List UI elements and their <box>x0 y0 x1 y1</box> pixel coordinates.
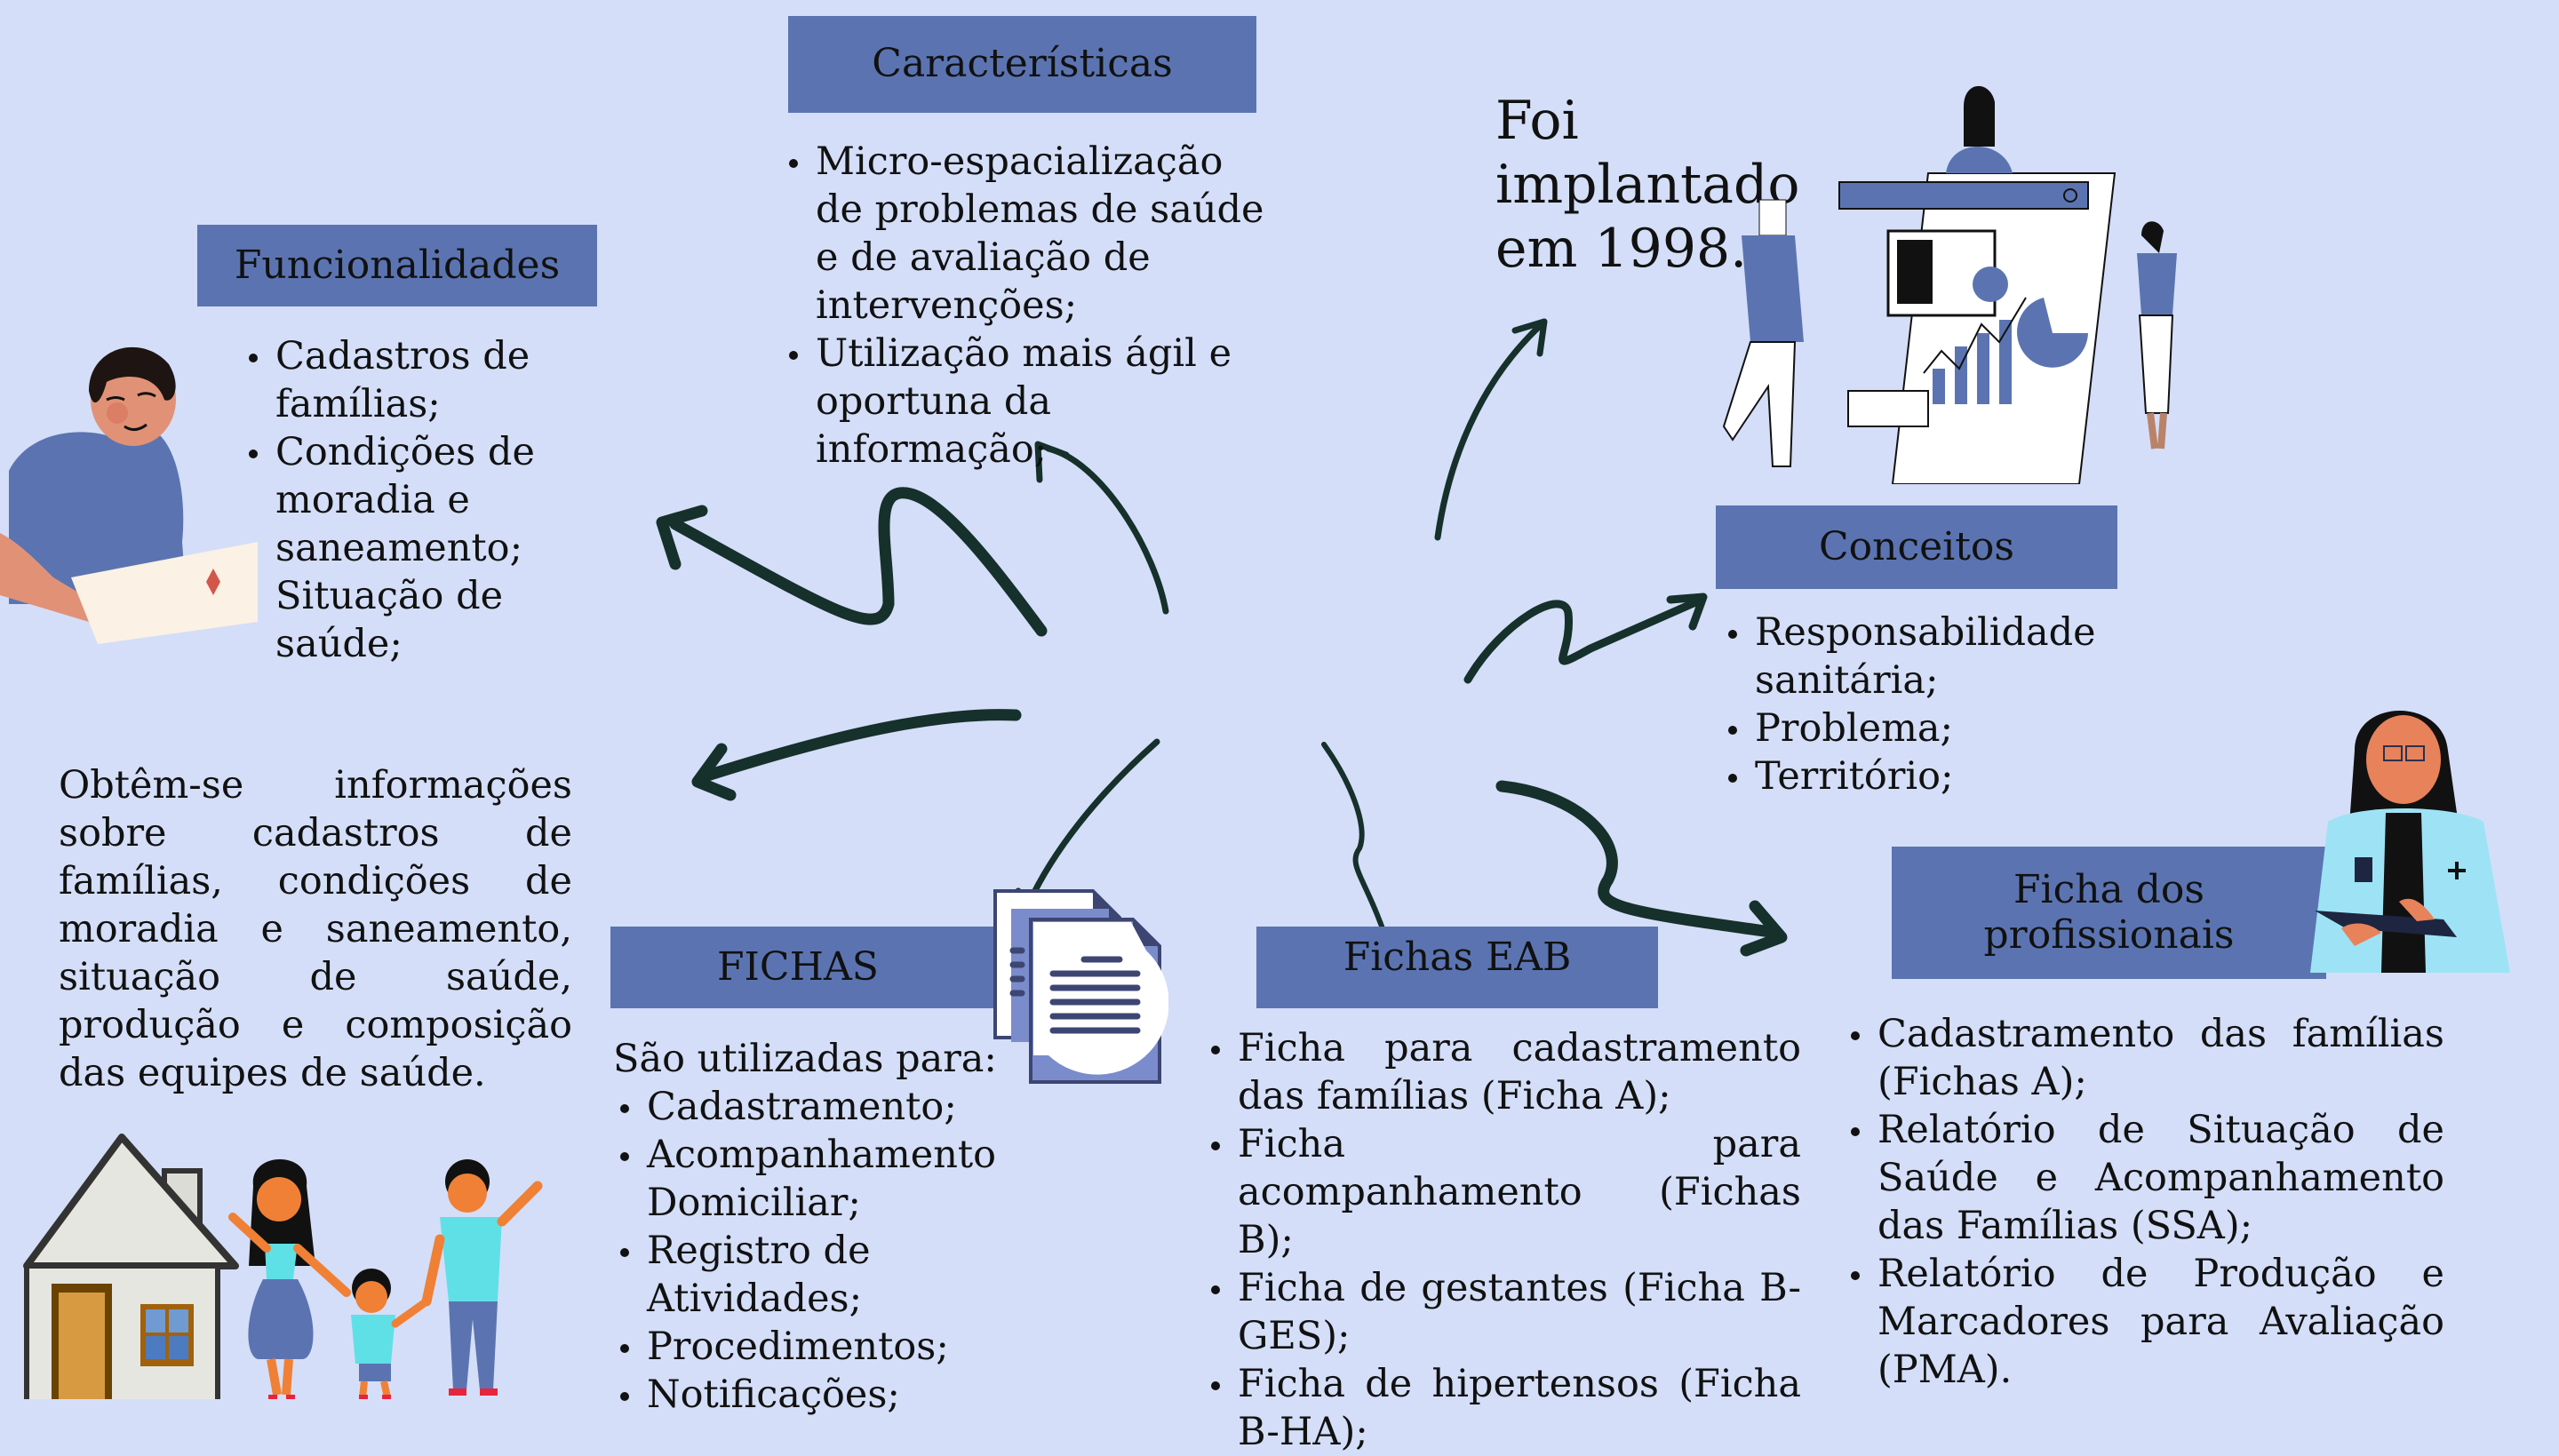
arrowhead-ficha-profissionais <box>1740 900 1788 957</box>
arrowhead-funcionalidades <box>656 505 708 570</box>
conceitos-list: Responsabilidade sanitária; Problema; Te… <box>1721 609 2130 800</box>
list-item: Notificações; <box>620 1371 1031 1419</box>
ficha-profissionais-list: Cadastramento das famílias (Fichas A); R… <box>1844 1010 2444 1394</box>
arrow-to-funcionalidades <box>669 487 1048 637</box>
list-item: Cadastros de famílias; <box>249 332 562 428</box>
list-item: Relatório de Produção e Marcadores para … <box>1851 1252 2444 1392</box>
funcionalidades-list: Cadastros de famílias; Condições de mora… <box>242 332 562 668</box>
fichas-eab-header: Fichas EAB <box>1256 927 1658 1008</box>
list-item: Situação de saúde; <box>249 572 562 668</box>
arrowhead-conceitos <box>1666 593 1708 631</box>
list-item: Acompanhamento Domiciliar; <box>620 1131 1031 1227</box>
list-item: Ficha de hipertensos (Ficha B-HA); <box>1211 1362 1801 1454</box>
list-item: Relatório de Situação de Saúde e Acompan… <box>1851 1108 2444 1248</box>
list-item: Ficha para cadastramento das famílias (F… <box>1211 1026 1801 1118</box>
caracteristicas-header: Características <box>788 16 1256 113</box>
list-item: Cadastramento das famílias (Fichas A); <box>1851 1012 2444 1104</box>
person-laptop-illustration <box>0 346 258 644</box>
list-item: Condições de moradia e saneamento; <box>249 428 562 572</box>
team-dashboard-illustration <box>1722 85 2177 484</box>
fichas-eab-list: Ficha para cadastramento das famílias (F… <box>1204 1024 1801 1456</box>
arrow-to-obtem <box>696 709 1022 784</box>
list-item: Responsabilidade sanitária; <box>1728 609 2130 704</box>
list-item: Utilização mais ágil e oportuna da infor… <box>789 330 1280 473</box>
house-family-illustration <box>23 1134 543 1399</box>
fichas-list: Cadastramento; Acompanhamento Domiciliar… <box>613 1083 1031 1419</box>
caracteristicas-list: Micro-espacialização de problemas de saú… <box>782 138 1280 473</box>
list-item: Procedimentos; <box>620 1323 1031 1371</box>
list-item: Ficha para acompanhamento (Fichas B); <box>1211 1122 1801 1262</box>
list-item: Território; <box>1728 752 2130 800</box>
arrowhead-implantado <box>1511 318 1548 357</box>
arrow-to-fichas-eab <box>1321 742 1394 958</box>
arrowhead-obtem <box>691 743 737 801</box>
arrow-to-ficha-profissionais <box>1495 780 1783 939</box>
list-item: Micro-espacialização de problemas de saú… <box>789 138 1280 330</box>
list-item: Problema; <box>1728 704 2130 752</box>
fichas-intro: São utilizadas para: <box>613 1037 997 1081</box>
funcionalidades-header: Funcionalidades <box>197 225 597 306</box>
conceitos-header: Conceitos <box>1716 505 2117 589</box>
doctor-illustration <box>2310 711 2510 973</box>
arrow-to-implantado <box>1434 321 1545 541</box>
ficha-profissionais-header: Ficha dos profissionais <box>1892 847 2326 979</box>
list-item: Cadastramento; <box>620 1083 1031 1131</box>
arrowhead-caracteristicas <box>1034 441 1070 483</box>
obtem-text: Obtêm-se informações sobre cadastros de … <box>59 763 572 1095</box>
implantado-text: Foi implantado em 1998. <box>1495 90 1800 280</box>
list-item: Ficha de gestantes (Ficha B-GES); <box>1211 1266 1801 1358</box>
list-item: Registro de Atividades; <box>620 1227 1031 1323</box>
fichas-header: FICHAS <box>610 927 1020 1008</box>
documents-icon <box>993 889 1168 1084</box>
arrow-to-conceitos <box>1463 595 1706 684</box>
